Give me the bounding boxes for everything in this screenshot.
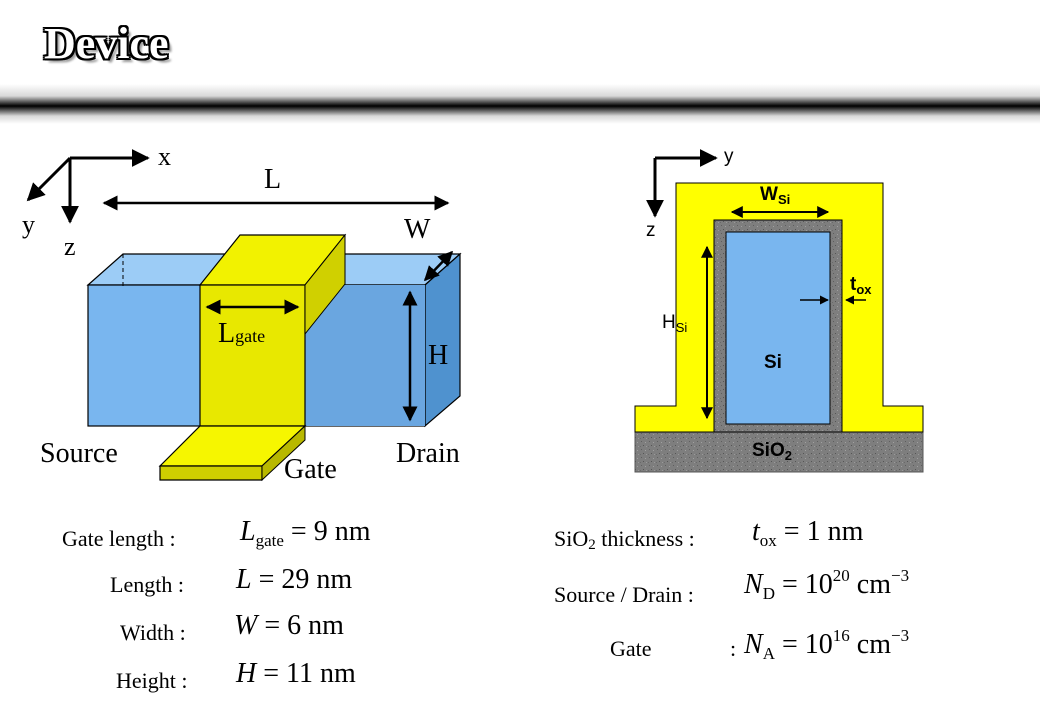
param-nd-eq: ND = 1020 cm−3: [744, 566, 910, 603]
axis-y-label: y: [22, 210, 35, 239]
cs-axis-y-label: y: [724, 146, 734, 167]
param-tox-eq: tox = 1 nm: [752, 516, 864, 550]
l-label: L: [264, 164, 282, 195]
param-na-eq: NA = 1016 cm−3: [744, 626, 910, 663]
drain-label: Drain: [396, 438, 460, 469]
hsi-label: HSi: [662, 312, 688, 335]
param-width-label: Width :: [120, 620, 186, 645]
axis-x-label: x: [158, 142, 171, 171]
param-gate-label: Gate: [610, 636, 652, 661]
param-width-eq: W = 6 nm: [234, 610, 344, 641]
source-label: Source: [40, 438, 118, 469]
axis-z-label: z: [64, 232, 76, 261]
si-label: Si: [764, 352, 782, 373]
tox-label: tox: [850, 274, 872, 297]
param-source-drain-label: Source / Drain :: [554, 582, 694, 607]
lgate-label: Lgate: [218, 318, 266, 349]
w-label: W: [404, 214, 431, 245]
wsi-label: WSi: [760, 184, 791, 207]
param-height-label: Height :: [116, 668, 188, 693]
page-title: Device: [44, 19, 169, 68]
axes-2d: [646, 149, 718, 218]
title-divider-bar: [0, 84, 1040, 124]
finfet-3d-diagram: [26, 149, 462, 482]
param-gate-length-label: Gate length :: [62, 526, 176, 551]
cs-axis-z-label: z: [646, 220, 656, 241]
cross-section-diagram: [634, 149, 924, 473]
gate-label: Gate: [284, 454, 337, 485]
w-dimension-arrow: [423, 250, 454, 282]
sio2-label: SiO2: [752, 440, 792, 463]
buried-oxide-layer: [634, 431, 924, 473]
h-label: H: [428, 340, 449, 371]
param-length-label: Length :: [110, 572, 184, 597]
axes-3d: [26, 149, 150, 224]
param-height-eq: H = 11 nm: [236, 658, 356, 689]
param-sio2-thickness-label: SiO2 thickness :: [554, 526, 695, 553]
param-length-eq: L = 29 nm: [236, 564, 353, 595]
silicon-fin: [725, 231, 831, 425]
param-gate-colon: :: [730, 636, 737, 661]
param-gate-length-eq: Lgate = 9 nm: [240, 516, 371, 550]
